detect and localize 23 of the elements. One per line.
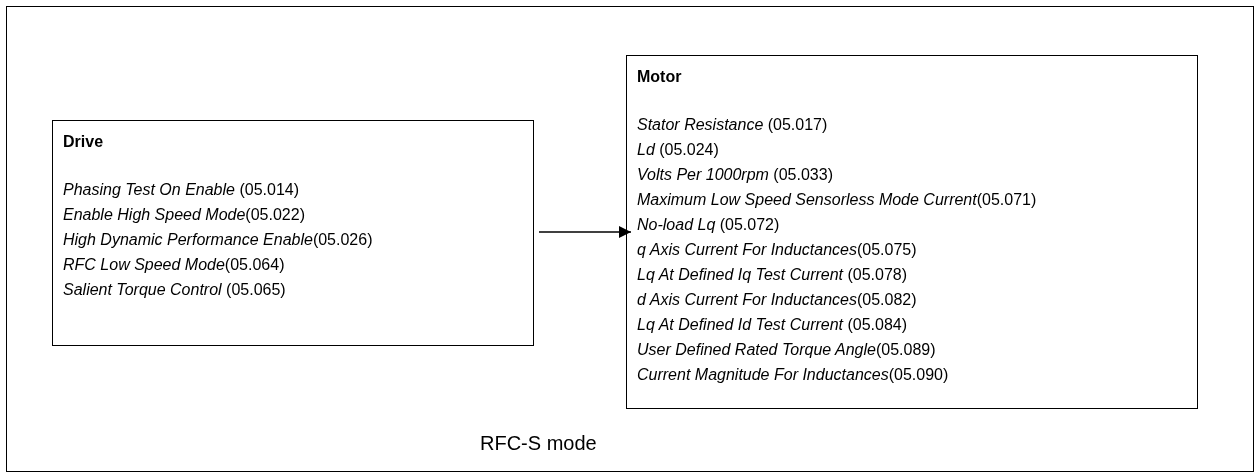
parameter-box xyxy=(626,55,1198,409)
parameter-line: Volts Per 1000rpm (05.033) xyxy=(637,165,833,185)
caption-text: RFC-S mode xyxy=(480,433,597,453)
parameter-line: No-load Lq (05.072) xyxy=(637,215,780,235)
parameter-line: RFC Low Speed Mode(05.064) xyxy=(63,255,285,275)
parameter-line: Ld (05.024) xyxy=(637,140,719,160)
parameter-line: User Defined Rated Torque Angle(05.089) xyxy=(637,340,936,360)
parameter-line: Stator Resistance (05.017) xyxy=(637,115,828,135)
parameter-line: High Dynamic Performance Enable(05.026) xyxy=(63,230,373,250)
parameter-box xyxy=(52,120,534,346)
arrow xyxy=(538,226,632,238)
parameter-line: Lq At Defined Iq Test Current (05.078) xyxy=(637,265,908,285)
box-heading: Drive xyxy=(63,133,104,151)
frame-box xyxy=(6,6,1254,472)
parameter-line: Salient Torque Control (05.065) xyxy=(63,280,286,300)
parameter-line: Phasing Test On Enable (05.014) xyxy=(63,180,299,200)
parameter-line: Maximum Low Speed Sensorless Mode Current(05.071) xyxy=(637,190,1037,210)
parameter-line: q Axis Current For Inductances(05.075) xyxy=(637,240,917,260)
parameter-line: Enable High Speed Mode(05.022) xyxy=(63,205,305,225)
parameter-line: d Axis Current For Inductances(05.082) xyxy=(637,290,917,310)
box-heading: Motor xyxy=(637,68,682,86)
parameter-line: Lq At Defined Id Test Current (05.084) xyxy=(637,315,908,335)
parameter-line: Current Magnitude For Inductances(05.090) xyxy=(637,365,949,385)
